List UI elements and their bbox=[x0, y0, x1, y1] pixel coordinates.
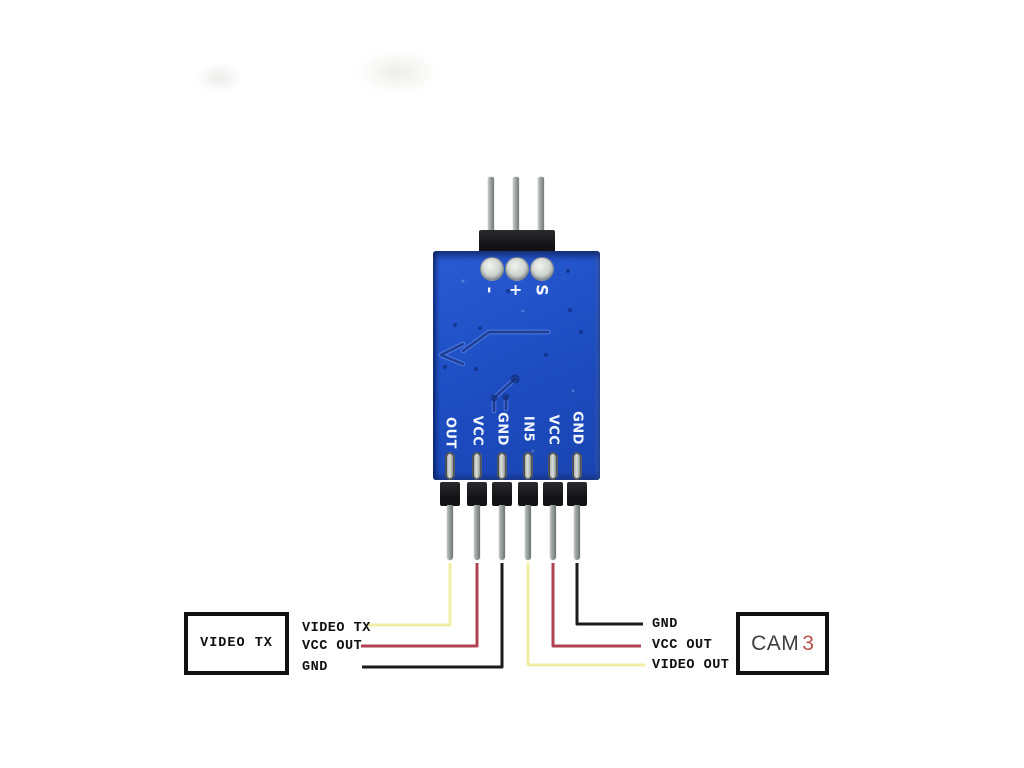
video-tx-box-label: VIDEO TX bbox=[200, 636, 273, 651]
module-top-pin-3 bbox=[538, 177, 544, 233]
solder-tail bbox=[548, 452, 558, 480]
wire-cam-vcc bbox=[551, 563, 641, 648]
pcb-traces bbox=[438, 269, 583, 453]
bottom-pin-header-plastic bbox=[467, 482, 487, 506]
right-label-gnd: GND bbox=[652, 617, 678, 632]
bottom-pin-header-plastic bbox=[543, 482, 563, 506]
module-pcb bbox=[433, 251, 600, 480]
wire-videotx-video bbox=[368, 563, 452, 627]
module-top-pin-2 bbox=[513, 177, 519, 233]
module-bottom-pin-vcc-2 bbox=[550, 505, 556, 560]
module-bottom-pin-out bbox=[447, 505, 453, 560]
cam-box-number: 3 bbox=[802, 631, 814, 655]
solder-tail bbox=[445, 452, 455, 480]
wire-videotx-vcc bbox=[361, 563, 479, 648]
bottom-pin-header-plastic bbox=[567, 482, 587, 506]
left-label-vcc-out: VCC OUT bbox=[302, 639, 363, 654]
bottom-pin-header-plastic bbox=[518, 482, 538, 506]
wire-cam-video bbox=[526, 563, 645, 667]
watermark-smudge bbox=[196, 64, 242, 92]
right-label-video-out: VIDEO OUT bbox=[652, 658, 730, 673]
video-tx-box: VIDEO TX bbox=[184, 612, 289, 675]
module-bottom-pin-gnd-1 bbox=[499, 505, 505, 560]
left-label-video-tx: VIDEO TX bbox=[302, 621, 371, 636]
wire-videotx-gnd bbox=[362, 563, 504, 669]
cam-box-label: CAM bbox=[751, 631, 800, 655]
module-bottom-pin-gnd-2 bbox=[574, 505, 580, 560]
module-bottom-pin-vcc-1 bbox=[474, 505, 480, 560]
bottom-pin-header-plastic bbox=[492, 482, 512, 506]
solder-pad-minus bbox=[480, 257, 504, 281]
module-bottom-pin-in5 bbox=[525, 505, 531, 560]
top-pin-header-plastic bbox=[479, 230, 555, 253]
solder-pad-plus bbox=[505, 257, 529, 281]
watermark-smudge bbox=[356, 50, 440, 94]
wire-cam-gnd bbox=[575, 563, 643, 626]
solder-tail bbox=[572, 452, 582, 480]
bottom-pin-header-plastic bbox=[440, 482, 460, 506]
solder-tail bbox=[472, 452, 482, 480]
left-label-gnd: GND bbox=[302, 660, 328, 675]
solder-pad-signal bbox=[530, 257, 554, 281]
right-label-vcc-out: VCC OUT bbox=[652, 638, 713, 653]
module-top-pin-1 bbox=[488, 177, 494, 233]
solder-tail bbox=[523, 452, 533, 480]
solder-tail bbox=[497, 452, 507, 480]
cam-box: CAM 3 bbox=[736, 612, 829, 675]
